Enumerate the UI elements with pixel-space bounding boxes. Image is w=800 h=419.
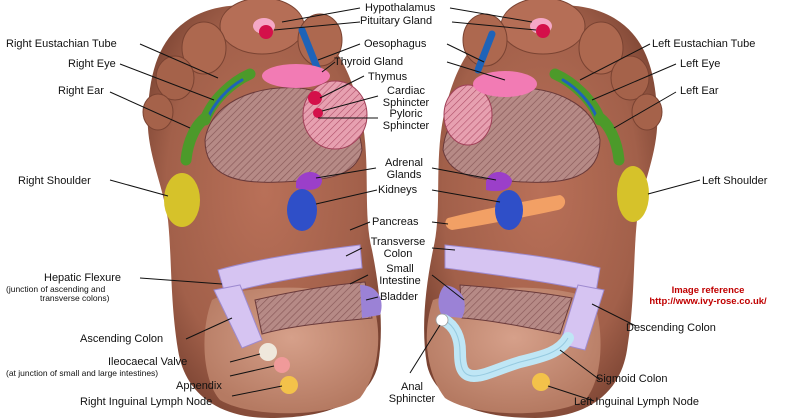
left-small-intestine bbox=[459, 284, 573, 335]
label-left-shoulder: Left Shoulder bbox=[702, 175, 768, 187]
label-anal-sphincter: Anal Sphincter bbox=[388, 381, 436, 405]
label-right-inguinal-lymph-node: Right Inguinal Lymph Node bbox=[80, 396, 213, 408]
label-pancreas: Pancreas bbox=[372, 216, 419, 228]
label-left-inguinal-lymph-node: Left Inguinal Lymph Node bbox=[574, 396, 699, 408]
right-ear-green bbox=[180, 112, 211, 166]
right-oesophagus bbox=[298, 26, 322, 74]
right-pituitary bbox=[259, 25, 273, 39]
left-lymph-zone bbox=[532, 373, 550, 391]
label-right-ear: Right Ear bbox=[58, 85, 104, 97]
right-thyroid bbox=[262, 64, 330, 88]
label-hepatic-flexure-note-1: (junction of ascending and bbox=[6, 284, 106, 294]
label-pituitary-gland: Pituitary Gland bbox=[360, 15, 433, 27]
left-third-toe bbox=[578, 21, 624, 75]
left-sigmoid-colon bbox=[438, 314, 574, 383]
right-transverse-colon bbox=[217, 244, 363, 295]
right-ascending-colon bbox=[213, 284, 263, 349]
label-ileocaecal-note: (at junction of small and large intestin… bbox=[6, 368, 159, 378]
right-fourth-toe bbox=[155, 55, 195, 101]
left-adrenal bbox=[486, 171, 512, 192]
label-pyloric-sphincter: Pyloric Sphincter bbox=[382, 108, 430, 132]
label-transverse-colon: Transverse Colon bbox=[370, 236, 426, 260]
appendix-zone bbox=[274, 357, 290, 373]
label-hepatic-flexure: Hepatic Flexure bbox=[44, 272, 122, 284]
image-reference-title: Image reference bbox=[671, 285, 745, 296]
label-oesophagus: Oesophagus bbox=[364, 38, 427, 50]
label-thyroid-gland: Thyroid Gland bbox=[334, 56, 404, 68]
label-adrenal-glands: Adrenal Glands bbox=[385, 157, 423, 181]
left-ear-green bbox=[594, 112, 625, 166]
left-kidney bbox=[495, 190, 523, 230]
left-bladder bbox=[438, 285, 465, 318]
label-hepatic-flexure-note-2: transverse colons) bbox=[40, 293, 110, 303]
label-right-eye: Right Eye bbox=[68, 58, 116, 70]
anal-sphincter-zone bbox=[435, 313, 449, 327]
right-bladder bbox=[360, 285, 382, 318]
right-foot bbox=[142, 0, 382, 419]
left-thyroid bbox=[473, 71, 537, 97]
label-ascending-colon: Ascending Colon bbox=[80, 333, 164, 345]
left-eustachian-blue bbox=[561, 78, 599, 120]
label-appendix: Appendix bbox=[176, 380, 222, 392]
right-third-toe bbox=[181, 21, 227, 75]
label-left-eustachian-tube: Left Eustachian Tube bbox=[652, 38, 756, 50]
label-right-eustachian-tube: Right Eustachian Tube bbox=[6, 38, 117, 50]
label-sigmoid-colon: Sigmoid Colon bbox=[596, 373, 668, 385]
label-left-eye: Left Eye bbox=[680, 58, 721, 70]
label-small-intestine: Small Intestine bbox=[379, 263, 421, 287]
left-oesophagus bbox=[474, 30, 496, 74]
right-stomach-area bbox=[302, 80, 368, 150]
left-shoulder-zone bbox=[617, 166, 649, 222]
left-foot bbox=[424, 0, 663, 419]
label-left-ear: Left Ear bbox=[680, 85, 719, 97]
label-right-shoulder: Right Shoulder bbox=[18, 175, 91, 187]
right-adrenal bbox=[296, 171, 322, 190]
image-reference-url[interactable]: http://www.ivy-rose.co.uk/ bbox=[649, 296, 767, 307]
right-lymph-zone bbox=[280, 376, 298, 394]
label-descending-colon: Descending Colon bbox=[626, 322, 716, 334]
label-thymus: Thymus bbox=[368, 71, 408, 83]
label-bladder: Bladder bbox=[380, 291, 418, 303]
left-little-toe bbox=[631, 93, 663, 131]
left-sigmoid-colon-edge bbox=[443, 319, 569, 377]
right-little-toe bbox=[142, 93, 174, 131]
label-hypothalamus: Hypothalamus bbox=[365, 2, 436, 14]
right-thymus bbox=[308, 91, 322, 105]
label-cardiac-sphincter: Cardiac Sphincter bbox=[382, 85, 430, 109]
left-stomach-area bbox=[443, 84, 493, 146]
image-reference: Image reference http://www.ivy-rose.co.u… bbox=[618, 285, 798, 307]
ileocaecal-valve-zone bbox=[259, 343, 277, 361]
left-pituitary bbox=[536, 24, 550, 38]
leader-lines bbox=[109, 7, 701, 402]
right-kidney bbox=[287, 189, 317, 231]
right-eustachian-blue bbox=[206, 78, 244, 120]
left-fourth-toe bbox=[610, 55, 650, 101]
right-cardiac-sphincter bbox=[313, 108, 323, 118]
label-ileocaecal-valve: Ileocaecal Valve bbox=[108, 356, 188, 368]
label-kidneys: Kidneys bbox=[378, 184, 418, 196]
right-small-intestine bbox=[254, 281, 373, 335]
right-shoulder-zone bbox=[164, 173, 200, 227]
